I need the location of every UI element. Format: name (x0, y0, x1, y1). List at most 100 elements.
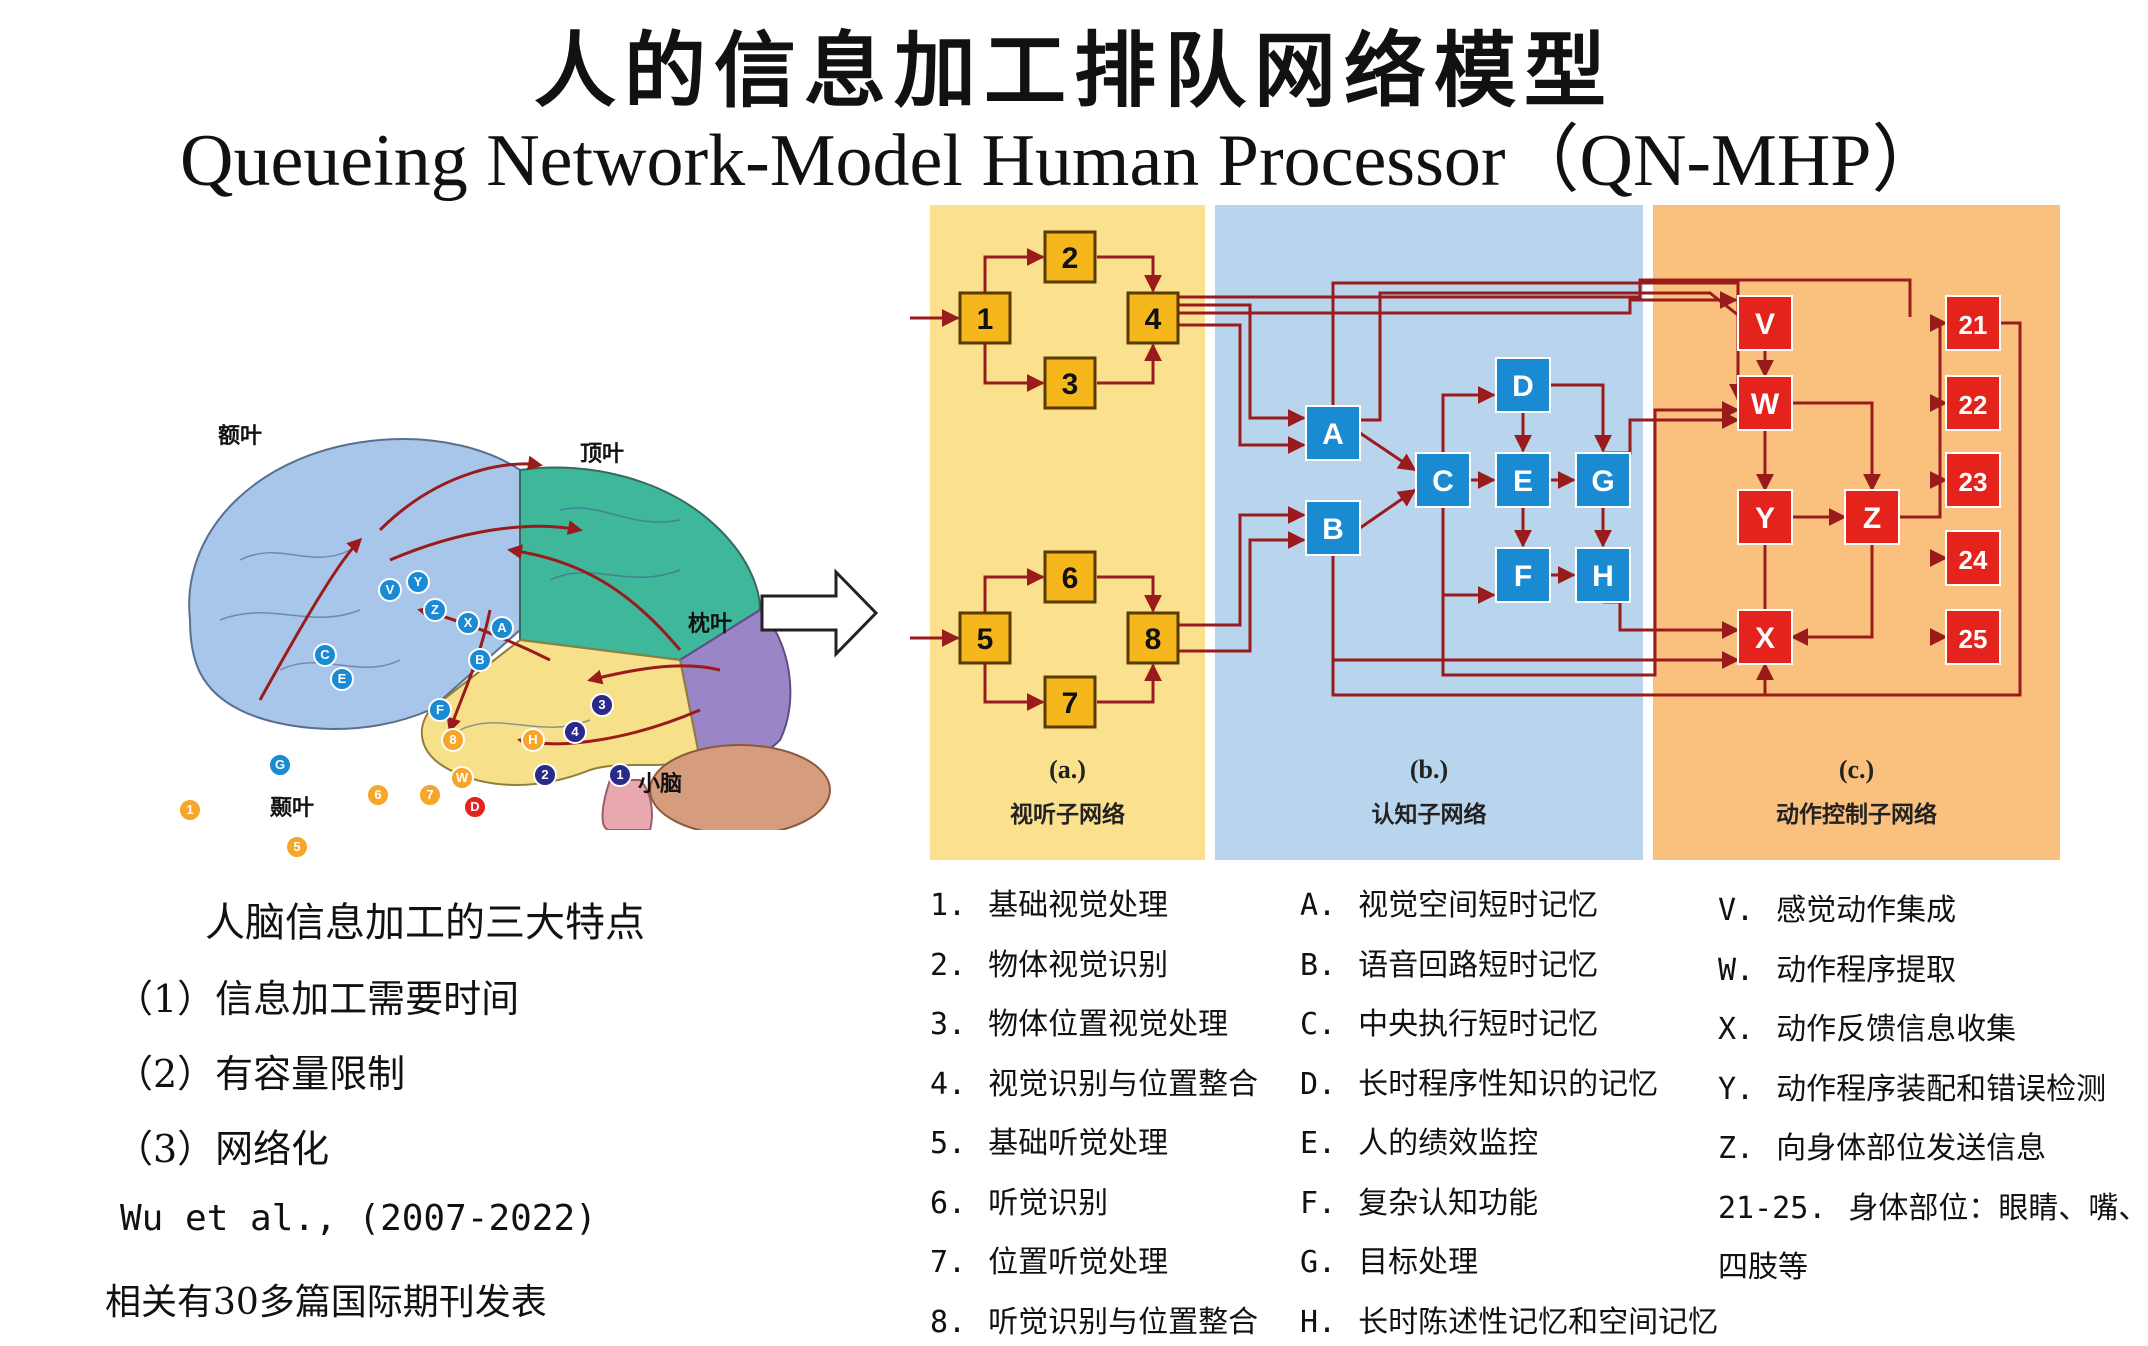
legend-text: 长时陈述性记忆和空间记忆 (1358, 1304, 1719, 1340)
legend-text: 基础视觉处理 (988, 888, 1169, 923)
brain-node: Z (423, 598, 447, 622)
node-label: 4 (1145, 303, 1162, 336)
legend-text: 目标处理 (1358, 1245, 1479, 1280)
legend-text: 中央执行短时记忆 (1358, 1007, 1599, 1042)
legend-key: Y. (1718, 1071, 1755, 1107)
brain-node: H (521, 728, 545, 752)
node-label: C (1432, 465, 1454, 498)
connection-arrow (1360, 291, 1739, 422)
connection-arrow (1603, 600, 1740, 639)
connection-arrow (1178, 531, 1306, 653)
connection-arrow (1178, 291, 1738, 315)
connection-arrow (1359, 488, 1417, 530)
legend-item: 6.听觉识别 (930, 1178, 1108, 1222)
legend-key: F. (1300, 1185, 1337, 1221)
brain-node: 8 (441, 728, 465, 752)
connection-arrow (1178, 506, 1306, 627)
legend-item: 3.物体位置视觉处理 (930, 999, 1228, 1043)
legend-key: H. (1300, 1304, 1337, 1340)
legend-text: 视觉识别与位置整合 (988, 1066, 1259, 1102)
node-B: B (1305, 500, 1361, 556)
node-label: 21 (1959, 310, 1988, 340)
legend-item: F. 复杂认知功能 (1300, 1178, 1538, 1222)
publication-note: 相关有30多篇国际期刊发表 (105, 1282, 547, 1323)
brain-node: 2 (533, 763, 557, 787)
node-5: 5 (958, 611, 1012, 665)
legend-item: 4.视觉识别与位置整合 (930, 1059, 1258, 1103)
node-label: G (1591, 465, 1614, 498)
legend-item: V.感觉动作集成 (1718, 885, 1956, 929)
legend-text: 身体部位：眼睛、嘴、 (1848, 1190, 2148, 1226)
brain-node: D (463, 795, 487, 819)
legend-item: 8.听觉识别与位置整合 (930, 1297, 1258, 1341)
node-G: G (1575, 452, 1631, 508)
node-label: H (1592, 560, 1614, 593)
features-heading: 人脑信息加工的三大特点 (205, 900, 645, 946)
node-Y: Y (1737, 489, 1793, 545)
connection-arrow (1790, 544, 1874, 646)
legend-text: 听觉识别 (988, 1185, 1109, 1221)
brain-node: A (490, 616, 514, 640)
legend-text: 物体位置视觉处理 (988, 1007, 1229, 1042)
legend-text: 人的绩效监控 (1358, 1126, 1539, 1161)
connection-arrow (1359, 431, 1417, 472)
panel-tag-b: (b.) (1409, 755, 1449, 784)
node-V: V (1737, 295, 1793, 351)
legend-text: 动作反馈信息收集 (1776, 1012, 2017, 1047)
brain-node: B (468, 648, 492, 672)
legend-item: H. 长时陈述性记忆和空间记忆 (1300, 1297, 1718, 1341)
legend-item: X.动作反馈信息收集 (1718, 1004, 2016, 1048)
node-7: 7 (1043, 675, 1097, 729)
page-title: 人的信息加工排队网络模型 (533, 23, 1614, 119)
node-label: X (1755, 622, 1775, 655)
legend-item: G. 目标处理 (1300, 1237, 1478, 1281)
legend-key: E. (1300, 1126, 1337, 1161)
node-8: 8 (1126, 611, 1180, 665)
brain-node: 4 (563, 720, 587, 744)
legend-text: 基础听觉处理 (988, 1126, 1169, 1161)
legend-text: 语音回路短时记忆 (1358, 947, 1599, 983)
feature-item: （2）有容量限制 (115, 1052, 406, 1096)
legend-key: C. (1300, 1007, 1337, 1042)
legend-key: V. (1718, 893, 1755, 928)
node-label: B (1322, 513, 1344, 546)
connection-arrow (1097, 575, 1162, 613)
legend-text: 视觉空间短时记忆 (1358, 888, 1599, 923)
label-parietal: 顶叶 (580, 442, 625, 467)
feature-item: （3）网络化 (115, 1127, 330, 1171)
legend-key: 8. (930, 1304, 967, 1340)
brain-node: G (268, 753, 292, 777)
node-Z: Z (1844, 489, 1900, 545)
node-23: 23 (1945, 452, 2001, 508)
node-25: 25 (1945, 609, 2001, 665)
legend-text: 四肢等 (1718, 1250, 1808, 1285)
brain-node: 1 (608, 763, 632, 787)
citation: Wu et al., (2007-2022) (120, 1198, 597, 1239)
legend-text: 复杂认知功能 (1358, 1185, 1539, 1221)
node-label: 5 (977, 623, 994, 656)
connection-arrow (1097, 343, 1162, 385)
legend-text: 长时程序性知识的记忆 (1358, 1066, 1659, 1102)
connection-arrow (1603, 411, 1740, 455)
node-label: 2 (1062, 242, 1079, 275)
node-21: 21 (1945, 295, 2001, 351)
node-label: 3 (1062, 368, 1079, 401)
node-H: H (1575, 547, 1631, 603)
legend-item: W.动作程序提取 (1718, 945, 1956, 989)
legend-key: G. (1300, 1245, 1337, 1280)
legend-key: A. (1300, 888, 1337, 923)
brain-node: E (330, 667, 354, 691)
legend-item: Z.向身体部位发送信息 (1718, 1123, 2046, 1167)
node-label: 25 (1959, 624, 1988, 654)
node-label: W (1751, 388, 1780, 421)
node-24: 24 (1945, 530, 2001, 586)
panel-tag-c: (c.) (1838, 755, 1875, 784)
node-label: 1 (977, 303, 994, 336)
panel-label-b: 认知子网络 (1371, 802, 1487, 828)
legend-text: 动作程序装配和错误检测 (1776, 1071, 2107, 1107)
legend-text: 动作程序提取 (1776, 952, 1957, 988)
legend-item: C. 中央执行短时记忆 (1300, 999, 1598, 1043)
brain-node: C (313, 643, 337, 667)
brain-node: 7 (418, 783, 442, 807)
